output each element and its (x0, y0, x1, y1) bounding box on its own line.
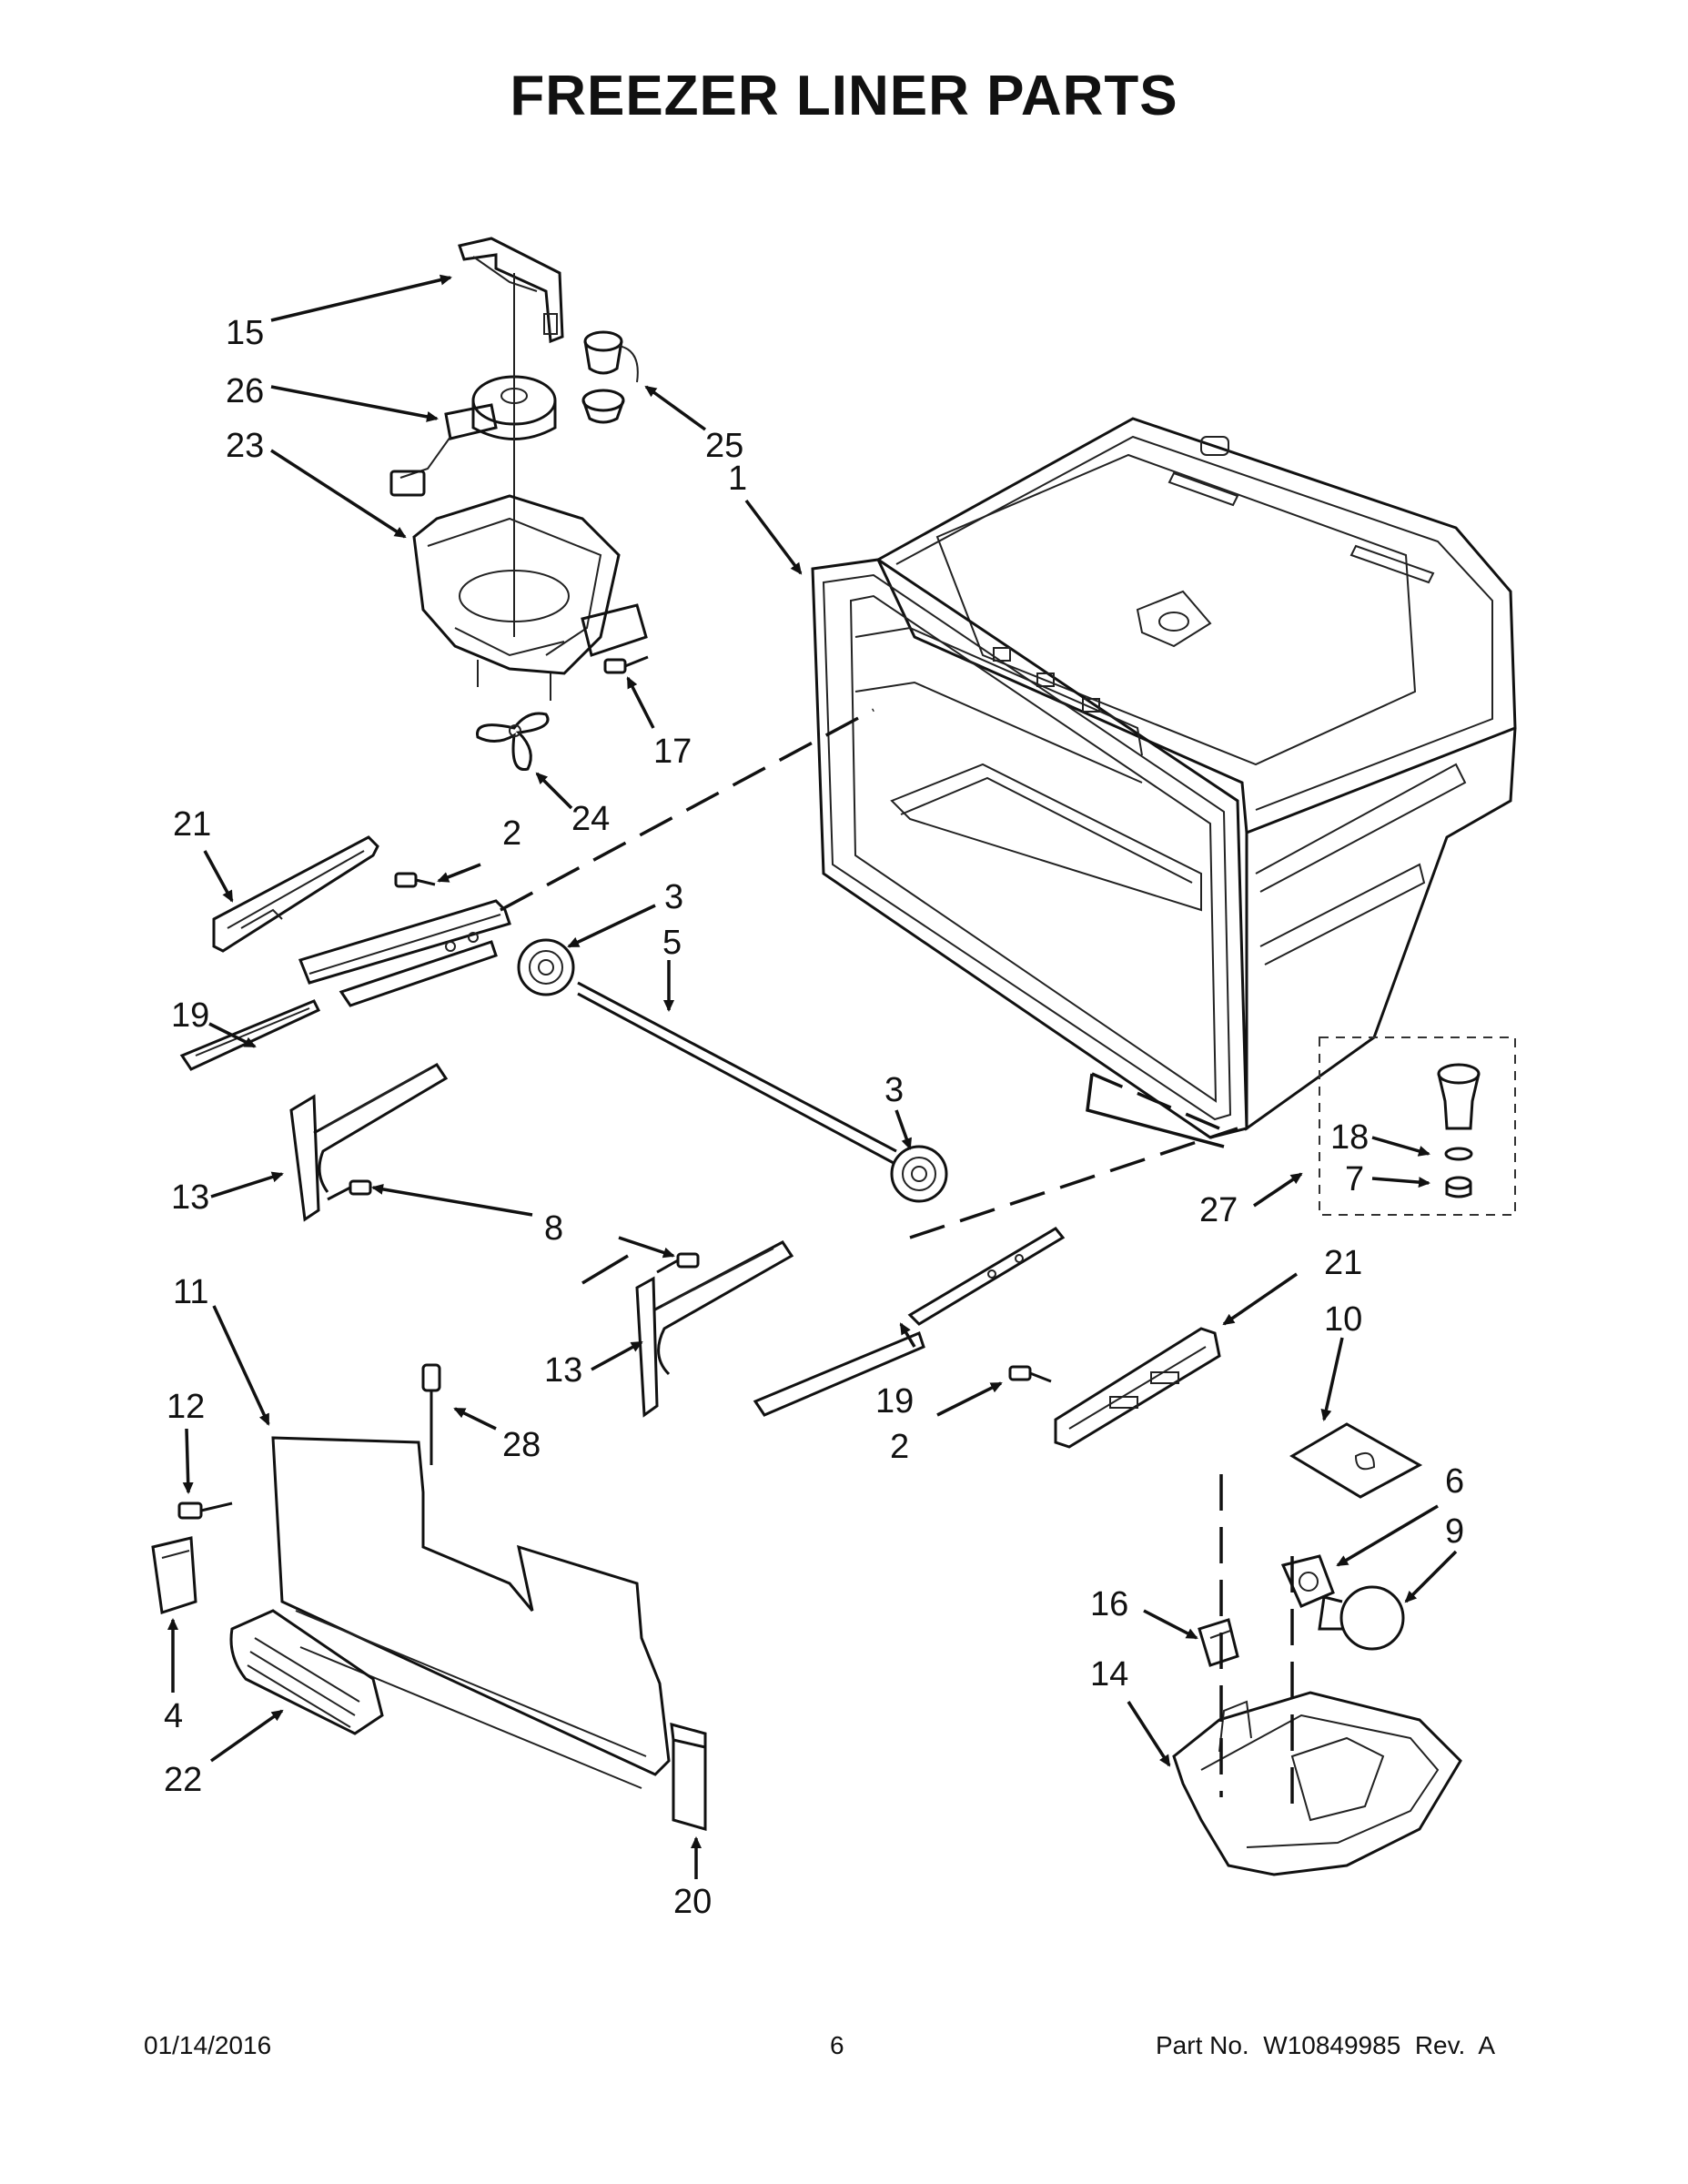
callout-23: 23 (226, 427, 264, 465)
callout-13a: 13 (171, 1178, 209, 1217)
drawer-slide-rail-19b (753, 1227, 1066, 1417)
callout-19a: 19 (171, 996, 209, 1035)
kit-box-27 (1319, 1036, 1516, 1216)
drawer-slide-rail-19a (179, 999, 321, 1071)
callout-22: 22 (164, 1761, 202, 1799)
callout-5: 5 (662, 924, 682, 962)
callout-2a: 2 (502, 814, 521, 853)
fan-shroud (412, 494, 648, 701)
callout-4: 4 (164, 1697, 183, 1735)
callout-21b: 21 (1324, 1244, 1362, 1282)
callout-25: 25 (705, 427, 743, 465)
callout-3a: 3 (664, 878, 683, 916)
callout-11: 11 (173, 1273, 208, 1311)
callout-1: 1 (728, 460, 747, 498)
callout-20: 20 (673, 1883, 712, 1921)
freezer-panel-11 (271, 1436, 671, 1789)
air-grille-22 (229, 1609, 384, 1735)
callout-labels: 15 26 23 25 1 17 24 21 2 3 5 19 3 18 7 1… (164, 314, 1464, 1921)
callout-2b: 2 (890, 1428, 909, 1466)
freezer-liner (811, 417, 1517, 1139)
callout-9: 9 (1445, 1512, 1464, 1551)
callout-17: 17 (653, 733, 692, 771)
footer-part-number: Part No. W10849985 Rev. A (1156, 2031, 1496, 2059)
callout-15: 15 (226, 314, 264, 352)
callout-24: 24 (571, 800, 610, 838)
switch-16 (1198, 1618, 1239, 1667)
leader-lines (167, 274, 1458, 1879)
rail-bracket-13a (289, 1063, 449, 1222)
screw-8a (327, 1179, 372, 1201)
seal-strip-20 (670, 1722, 707, 1831)
screw-2a (394, 872, 436, 888)
callout-3b: 3 (884, 1071, 904, 1109)
gear-3b (890, 1145, 948, 1203)
sensor-bulb-28 (421, 1363, 441, 1465)
screw-8b (656, 1252, 700, 1274)
control-board-21a (212, 835, 379, 953)
clip-4 (151, 1536, 197, 1614)
fan-bracket (458, 237, 564, 344)
grommet-25 (581, 330, 639, 424)
light-socket-6 (1280, 1554, 1335, 1608)
drain-fitting (1437, 1063, 1481, 1198)
alignment-lines (500, 708, 1294, 1811)
callout-8: 8 (544, 1209, 563, 1248)
callout-28: 28 (502, 1426, 541, 1464)
callout-10: 10 (1324, 1300, 1362, 1339)
screw-12 (177, 1502, 233, 1520)
callout-7: 7 (1345, 1160, 1364, 1198)
footer-page-number: 6 (830, 2031, 844, 2059)
callout-26: 26 (226, 372, 264, 410)
callout-6: 6 (1445, 1462, 1464, 1501)
callout-18: 18 (1330, 1118, 1369, 1157)
control-board-21b (1054, 1327, 1221, 1449)
footer-date: 01/14/2016 (144, 2031, 272, 2059)
axle-5 (577, 981, 897, 1165)
label-10 (1289, 1422, 1423, 1499)
callout-21a: 21 (173, 805, 211, 844)
callout-12: 12 (167, 1388, 205, 1426)
fan-motor (389, 273, 557, 637)
callout-13b: 13 (544, 1351, 582, 1390)
screw-17 (603, 655, 649, 674)
light-bulb-9 (1318, 1585, 1405, 1651)
callout-27: 27 (1199, 1191, 1238, 1229)
drawer-slide-rail-upper (298, 899, 511, 1007)
fan-blade (476, 712, 550, 772)
page-title: FREEZER LINER PARTS (510, 65, 1178, 127)
callout-19b: 19 (875, 1382, 914, 1421)
callout-14: 14 (1090, 1655, 1128, 1694)
callout-16: 16 (1090, 1585, 1128, 1623)
gear-3a (517, 938, 575, 996)
screw-2b (1008, 1365, 1052, 1383)
ice-bin-14 (1172, 1691, 1462, 1876)
rail-bracket-13b (635, 1240, 794, 1418)
